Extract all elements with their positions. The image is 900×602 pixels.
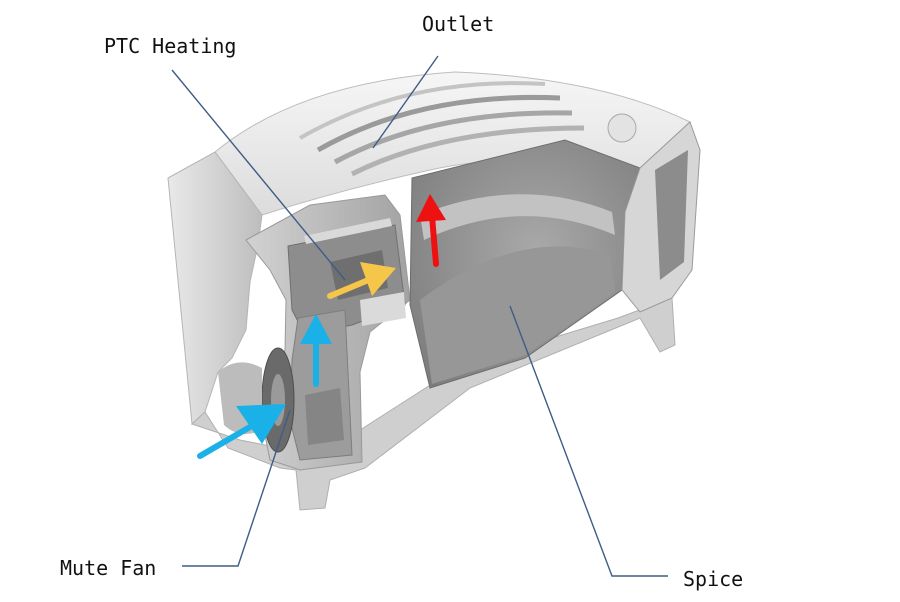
spice-tray-floor	[420, 246, 615, 384]
airflow-arrows	[197, 194, 446, 459]
heated-air-arrow	[327, 262, 396, 299]
lid-knob	[607, 113, 637, 143]
leader-mute-fan	[182, 409, 291, 567]
leader-outlet	[372, 55, 439, 149]
fan-duct-inner	[305, 388, 344, 445]
outlet-grille-arc	[350, 125, 585, 177]
leader-spice	[509, 305, 668, 577]
leader-ptc-heating	[171, 69, 346, 281]
intake-arrow-vertical	[300, 314, 332, 387]
outlet-grille-arc	[316, 95, 561, 153]
callout-labels: PTC Heating Outlet Mute Fan Spice	[60, 12, 743, 591]
label-spice: Spice	[683, 567, 743, 591]
housing	[167, 71, 701, 511]
outlet-grille-arc	[333, 110, 573, 165]
ptc-fin	[304, 218, 392, 244]
label-ptc-heating: PTC Heating	[104, 34, 236, 58]
outlet-grille-arc	[299, 81, 546, 140]
label-outlet: Outlet	[422, 12, 494, 36]
housing-right-slot	[655, 150, 688, 280]
intake-arrow-diagonal	[197, 404, 286, 459]
ptc-fin	[360, 292, 406, 326]
leader-lines	[171, 55, 668, 577]
spice-tray-rim	[420, 194, 615, 240]
exhaust-arrow	[416, 194, 446, 267]
label-mute-fan: Mute Fan	[60, 556, 156, 580]
